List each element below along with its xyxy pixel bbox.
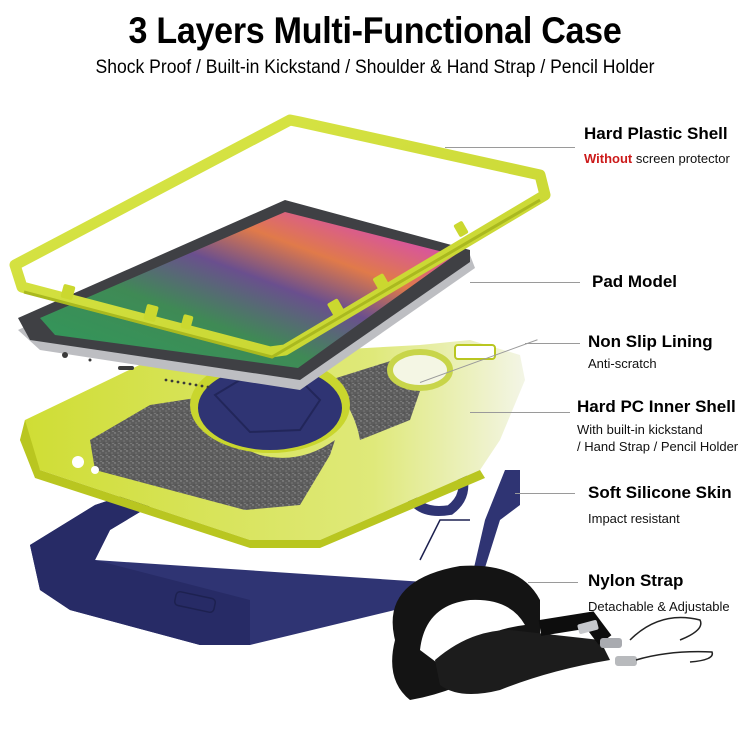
inner-shell-layer	[20, 340, 525, 548]
callout-soft-silicone-skin: Soft Silicone Skin Impact resistant	[588, 483, 732, 527]
callout-note-highlight: Without	[584, 151, 633, 166]
nylon-strap	[392, 565, 714, 700]
leader-line-non-slip-lining	[525, 343, 580, 344]
leader-line-pad-model	[470, 282, 580, 283]
callout-title: Hard PC Inner Shell	[577, 397, 736, 416]
leader-line-hard-plastic-shell	[445, 147, 575, 148]
callout-pad-model: Pad Model	[592, 272, 677, 292]
page-title: 3 Layers Multi-Functional Case	[128, 10, 622, 51]
callout-note: Anti-scratch	[588, 356, 657, 371]
callout-note: Impact resistant	[588, 511, 680, 526]
callout-title: Hard Plastic Shell	[584, 124, 728, 143]
callout-note: Without screen protector	[584, 150, 730, 167]
callout-title: Non Slip Lining	[588, 332, 713, 351]
leader-line-nylon-strap	[528, 582, 578, 583]
callout-note: Detachable & Adjustable	[588, 599, 730, 614]
callout-note-line1: With built-in kickstand	[577, 422, 703, 437]
callout-note-text: screen protector	[632, 151, 730, 166]
leader-line-hard-pc-inner-shell	[470, 412, 570, 413]
callout-title: Soft Silicone Skin	[588, 483, 732, 502]
page-subtitle: Shock Proof / Built-in Kickstand / Shoul…	[95, 56, 655, 78]
callout-non-slip-lining: Non Slip Lining Anti-scratch	[588, 332, 713, 372]
callout-hard-pc-inner-shell: Hard PC Inner Shell With built-in kickst…	[577, 397, 738, 455]
hard-plastic-frame-layer	[9, 114, 551, 359]
leader-line-soft-silicone-skin	[515, 493, 575, 494]
callout-nylon-strap: Nylon Strap Detachable & Adjustable	[588, 571, 730, 615]
tablet-layer	[18, 200, 475, 390]
callout-note-line2: / Hand Strap / Pencil Holder	[577, 439, 739, 454]
callout-title: Pad Model	[592, 272, 678, 291]
callout-title: Nylon Strap	[588, 571, 684, 590]
callout-hard-plastic-shell: Hard Plastic Shell Without screen protec…	[584, 124, 730, 167]
